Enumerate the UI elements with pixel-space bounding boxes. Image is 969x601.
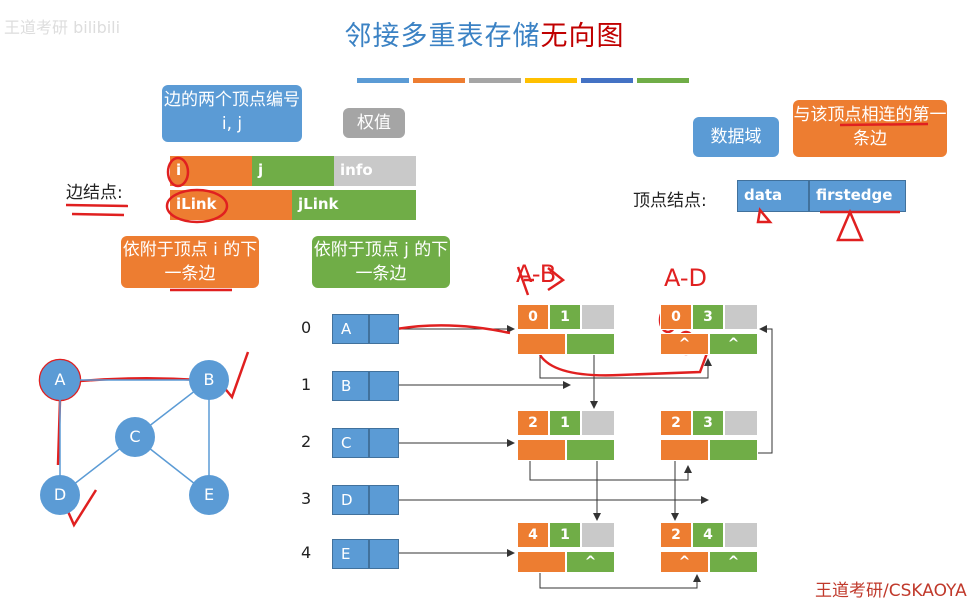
edge-node-jlink [709,439,758,461]
color-bar [637,78,689,83]
edge-field-i: i [170,156,252,186]
color-bar [413,78,465,83]
vertex-index: 0 [301,318,312,337]
vertex-firstedge [369,539,399,569]
edge-field-ilink: iLink [170,190,292,220]
edge-node-j: 1 [549,410,581,436]
edge-node-info [581,304,615,330]
vertex-firstedge [369,428,399,458]
edge-node-j: 4 [692,522,724,548]
edge-node-label: 边结点: [66,183,123,203]
annotation-ab: A-B [516,260,557,288]
edge-node-jlink: ^ [709,333,758,355]
edge-node-i: 0 [660,304,692,330]
callout-jlink: 依附于顶点 j 的下一条边 [312,236,450,288]
graph-node-e: E [189,475,229,515]
graph-node-d: D [40,475,80,515]
edge-node-info [724,304,758,330]
vertex-data: C [332,428,369,458]
callout-firstedge: 与该顶点相连的第一条边 [793,100,947,157]
vertex-field-firstedge: firstedge [809,180,906,212]
footer-brand: 王道考研/CSKAOYA [815,581,967,601]
callout-weight: 权值 [343,108,405,138]
edge-node-ilink [517,439,566,461]
edge-node-j: 1 [549,522,581,548]
edge-node-ilink: ^ [660,551,709,573]
vertex-data: D [332,485,369,515]
vertex-data: E [332,539,369,569]
vertex-field-data: data [737,180,809,212]
edge-node-jlink: ^ [709,551,758,573]
callout-ilink: 依附于顶点 i 的下一条边 [121,236,259,288]
color-bar [581,78,633,83]
edge-field-jlink: jLink [292,190,416,220]
vertex-index: 3 [301,489,312,508]
annotation-ad: A-D [664,264,708,292]
vertex-firstedge [369,371,399,401]
edge-node-info [724,410,758,436]
vertex-index: 4 [301,543,312,562]
title-color-bars [357,68,693,87]
edge-node-ilink [660,439,709,461]
edge-field-info: info [334,156,416,186]
edge-node-i: 2 [517,410,549,436]
edge-node-j: 3 [692,410,724,436]
page-title: 邻接多重表存储无向图 [344,21,625,52]
vertex-index: 2 [301,432,312,451]
graph-node-b: B [189,360,229,400]
edge-node-jlink [566,333,615,355]
edge-node-j: 1 [549,304,581,330]
edge-node-ilink [517,551,566,573]
vertex-index: 1 [301,375,312,394]
edge-node-jlink [566,439,615,461]
watermark: 王道考研 bilibili [4,18,121,37]
edge-node-ilink: ^ [660,333,709,355]
callout-edge-ij: 边的两个顶点编号i, j [162,85,302,142]
edge-node-j: 3 [692,304,724,330]
graph-node-a: A [40,360,80,400]
edge-node-i: 2 [660,522,692,548]
color-bar [469,78,521,83]
vertex-firstedge [369,485,399,515]
edge-node-ilink [517,333,566,355]
edge-node-jlink: ^ [566,551,615,573]
edge-node-info [724,522,758,548]
graph-node-c: C [115,417,155,457]
vertex-data: B [332,371,369,401]
edge-node-i: 0 [517,304,549,330]
edge-field-j: j [252,156,334,186]
edge-node-info [581,522,615,548]
color-bar [357,78,409,83]
color-bar [525,78,577,83]
edge-node-i: 2 [660,410,692,436]
vertex-node-label: 顶点结点: [633,191,707,211]
edge-node-info [581,410,615,436]
vertex-data: A [332,314,369,344]
vertex-firstedge [369,314,399,344]
edge-node-i: 4 [517,522,549,548]
callout-data: 数据域 [693,117,779,157]
